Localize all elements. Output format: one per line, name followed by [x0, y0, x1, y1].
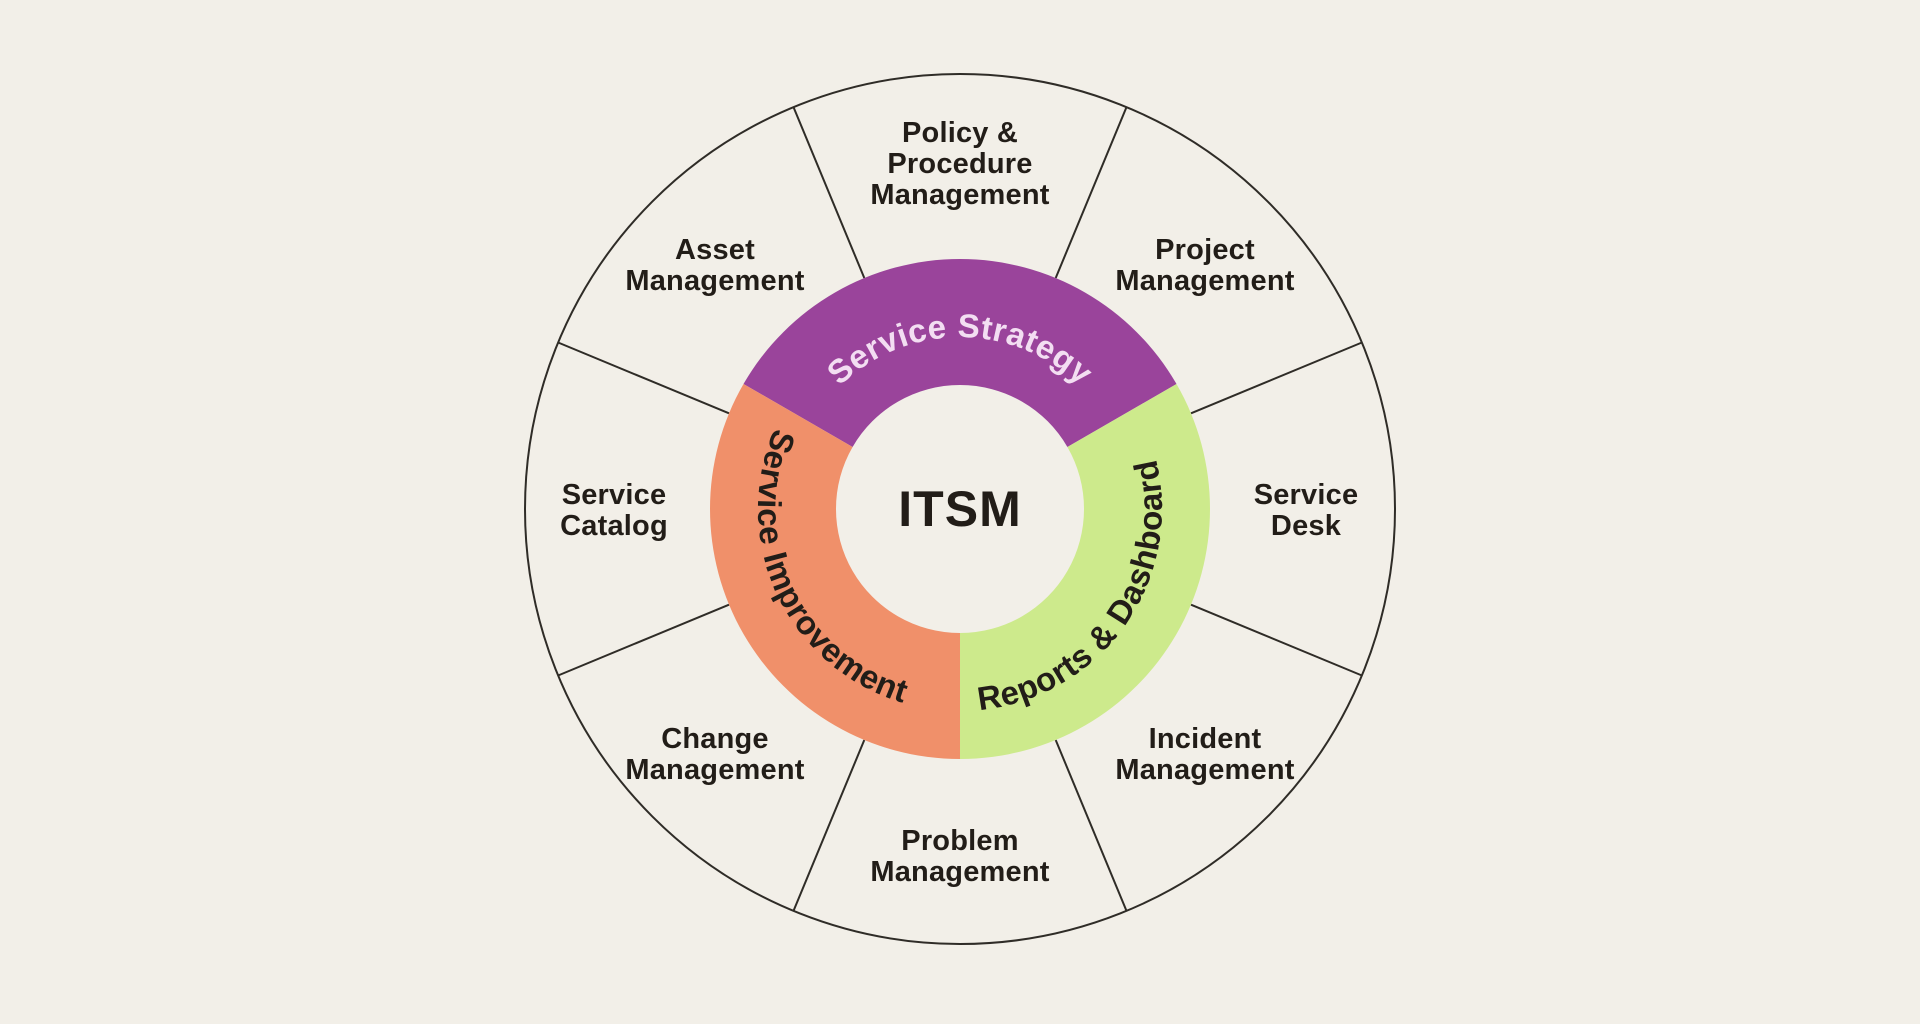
- outer-label-service-catalog-line1: Service: [562, 479, 667, 511]
- outer-label-asset-management-line1: Asset: [675, 234, 755, 266]
- outer-label-project-management-line1: Project: [1155, 234, 1255, 266]
- outer-ring-labels: Policy & Procedure Management Project Ma…: [560, 117, 1358, 888]
- divider-line: [1054, 106, 1128, 279]
- divider-line: [557, 341, 730, 415]
- outer-label-service-desk-line2: Desk: [1271, 510, 1342, 542]
- outer-ring-circle: [524, 73, 1396, 945]
- outer-label-change-management-line1: Change: [661, 723, 769, 755]
- segment-service-improvement: [710, 384, 960, 759]
- segment-reports-dashboard: [960, 384, 1210, 759]
- outer-label-service-catalog-line2: Catalog: [560, 510, 668, 542]
- inner-donut: [710, 259, 1210, 759]
- divider-line: [1190, 341, 1363, 415]
- outer-ring-dividers: [557, 106, 1363, 912]
- outer-label-project-management-line2: Management: [1115, 265, 1294, 297]
- divider-line: [1054, 739, 1128, 912]
- outer-label-policy-procedure-line3: Management: [870, 179, 1049, 211]
- outer-label-problem-management-line1: Problem: [901, 825, 1018, 857]
- outer-label-problem-management-line2: Management: [870, 856, 1049, 888]
- outer-label-policy-procedure-line1: Policy &: [902, 117, 1018, 149]
- outer-label-change-management-line2: Management: [625, 754, 804, 786]
- outer-label-policy-procedure-line2: Procedure: [887, 148, 1032, 180]
- outer-label-asset-management-line2: Management: [625, 265, 804, 297]
- outer-label-incident-management-line2: Management: [1115, 754, 1294, 786]
- divider-line: [792, 739, 866, 912]
- divider-line: [1190, 603, 1363, 677]
- segment-service-strategy: [743, 259, 1177, 447]
- divider-line: [792, 106, 866, 279]
- center-title: ITSM: [898, 481, 1021, 537]
- outer-label-incident-management-line1: Incident: [1149, 723, 1262, 755]
- outer-label-service-desk-line1: Service: [1254, 479, 1359, 511]
- divider-line: [557, 603, 730, 677]
